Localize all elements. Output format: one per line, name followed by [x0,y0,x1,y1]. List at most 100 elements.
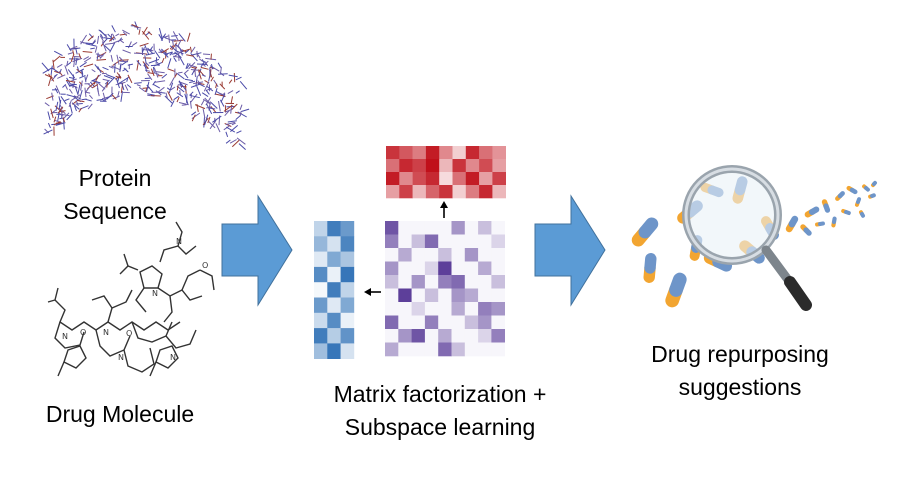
pill-icon [862,184,870,192]
protein-bond [189,46,192,52]
center-matrix-cell [464,221,479,235]
drug-molecule-icon [47,221,215,377]
protein-bond [118,56,124,62]
center-matrix-cell [478,288,492,303]
pill-icon [665,272,687,308]
center-matrix-cell [464,302,479,316]
center-matrix-cell [491,234,505,249]
protein-bond [202,53,211,55]
protein-bond [167,90,173,101]
center-matrix-cell [385,275,399,289]
center-matrix-cell [398,234,412,249]
center-matrix-cell [464,315,479,330]
protein-bond [227,90,234,95]
left-matrix-cell [314,236,328,252]
center-matrix-cell [424,234,439,249]
protein-bond [212,115,222,123]
protein-bond [91,80,101,84]
protein-bond [142,61,149,70]
center-matrix-cell [478,234,492,249]
pill-icon [835,191,845,201]
protein-bond [94,46,98,53]
protein-bond [127,41,132,49]
protein-bond [50,65,53,75]
protein-bond [218,73,228,75]
protein-bond [155,71,165,74]
center-matrix-cell [491,288,505,303]
protein-bond [173,95,179,101]
left-matrix-cell [340,343,355,359]
protein-bond [65,85,68,90]
protein-bond [228,79,233,84]
protein-bond [200,99,205,106]
protein-bond [196,63,208,65]
protein-bond [197,83,205,88]
protein-bond [215,123,221,133]
protein-sequence-label: Protein Sequence [40,162,190,228]
protein-bond [53,116,57,123]
protein-bond [239,104,243,110]
protein-bond [53,120,61,126]
protein-bond [189,94,200,99]
protein-bond [147,47,153,54]
protein-bond [121,82,125,91]
protein-bond [115,81,126,86]
top-matrix-cell [439,172,453,186]
protein-bond [66,60,69,67]
protein-bond [122,29,130,35]
protein-bond [66,94,77,98]
protein-bond [186,54,195,57]
left-matrix-cell [327,251,341,268]
protein-bond [150,64,160,67]
protein-bond [83,57,92,63]
svg-text:O: O [126,329,132,338]
protein-bond [203,81,210,92]
left-matrix-cell [314,266,328,283]
protein-bond [164,95,173,104]
protein-bond [227,120,237,123]
center-matrix-cell [398,288,412,303]
protein-bond [126,84,132,88]
protein-bond [186,63,191,69]
method-label-line2: Subspace learning [344,414,536,440]
svg-text:O: O [202,261,208,270]
protein-bond [84,87,87,98]
protein-bond [231,103,238,110]
protein-bond [225,131,229,138]
protein-bond [64,98,70,102]
top-matrix-cell [399,172,413,186]
protein-bond [132,41,138,47]
protein-bond [177,39,182,47]
drug-molecule-label: Drug Molecule [20,398,220,431]
protein-bond [54,119,63,124]
center-matrix-cell [464,342,479,357]
top-matrix-cell [386,172,400,186]
protein-bond [235,90,240,94]
protein-bond [77,84,81,95]
protein-bond [114,62,116,73]
center-matrix-cell [424,221,439,235]
protein-bond [71,78,77,81]
left-matrix-cell [340,297,355,314]
protein-bond [57,112,60,121]
protein-bond [68,100,72,108]
protein-bond [201,92,209,98]
protein-bond [203,117,205,128]
protein-bond [65,79,75,83]
protein-bond [89,94,93,100]
protein-bond [73,85,78,89]
protein-bond [225,121,236,126]
protein-bond [48,73,55,82]
protein-bond [96,35,100,44]
protein-bond [119,64,122,72]
svg-text:N: N [170,353,176,362]
protein-bond [75,48,78,55]
protein-bond [155,72,160,76]
center-matrix-cell [491,329,505,343]
center-matrix-cell [438,302,452,316]
left-matrix-cell [327,312,341,329]
protein-bond [68,76,75,79]
center-matrix-cell [451,221,466,235]
left-matrix-cell [314,343,328,359]
